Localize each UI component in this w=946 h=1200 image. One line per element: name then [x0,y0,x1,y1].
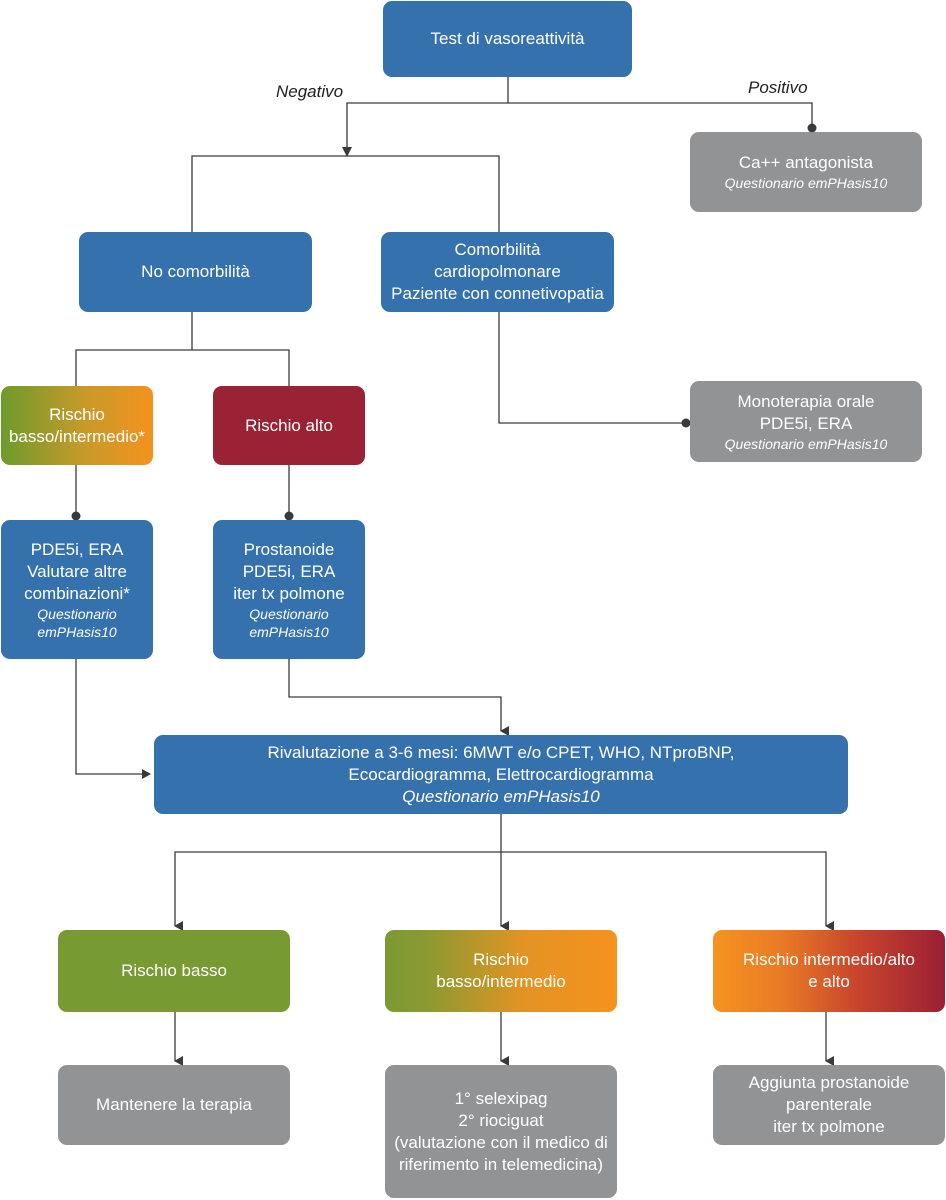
node-add-parenteral-prostanoid: Aggiunta prostanoide parenterale iter tx… [713,1065,945,1145]
node-no-comorbidity: No comorbilità [79,232,312,312]
node-note: Questionario emPHasis10 [724,175,888,191]
node-text: Paziente con connetivopatia [391,284,604,303]
line-nocomorb-split [75,312,193,386]
dot-positive [807,123,817,133]
node-keep-therapy: Mantenere la terapia [58,1065,290,1145]
node-note: Questionario emPHasis10 [402,786,600,806]
node-text: 2° riociguat [458,1110,544,1130]
node-text: Monoterapia orale [737,391,875,411]
node-oral-monotherapy: Monoterapia orale PDE5i, ERA Questionari… [690,381,922,462]
node-comorbidity: Comorbilità cardiopolmonare Paziente con… [381,232,614,312]
node-text: No comorbilità [141,262,250,281]
node-risk-high: Rischio alto [213,386,365,465]
node-note: emPHasis10 [37,623,117,640]
line-test-positive [508,102,813,128]
node-note: emPHasis10 [249,623,329,640]
node-test-vasoreactivity: Test di vasoreattività [383,1,632,77]
node-text: riferimento in telemedicina) [398,1154,604,1174]
node-text: Rischio intermedio/alto [743,950,915,969]
line-comorb-mono [498,312,684,424]
node-outcome-risk-low-intermediate: Rischio basso/intermedio [385,930,617,1012]
node-pde5i-combination: PDE5i, ERA Valutare altre combinazioni* … [1,520,153,659]
node-outcome-risk-low: Rischio basso [58,930,290,1012]
node-text: Comorbilità cardiopolmonare [434,240,561,281]
dot-prost [284,511,294,521]
line-prost-reval [288,659,509,736]
node-selexipag-riociguat: 1° selexipag 2° riociguat (valutazione c… [385,1065,617,1198]
line-reval-right [501,851,834,931]
line-nocomorb-high [192,349,290,386]
node-text: Ca++ antagonista [738,153,874,172]
node-text: iter tx polmone [773,1117,885,1136]
node-text: (valutazione con il medico di [394,1132,608,1152]
node-note: Questionario emPHasis10 [724,435,888,452]
node-text: Test di vasoreattività [430,29,585,48]
node-text: Aggiunta prostanoide [748,1073,910,1092]
dot-pde [71,511,81,521]
node-text: Valutare altre [27,561,127,581]
line-test-split [346,77,509,152]
node-text: Rischio [473,950,529,969]
node-text: PDE5i, ERA [30,539,124,559]
node-text: Ecocardiogramma, Elettrocardiogramma [348,764,654,784]
node-prostanoid: Prostanoide PDE5i, ERA iter tx polmone Q… [213,520,365,659]
line-pde-reval [75,659,151,779]
label-negative: Negativo [276,82,344,101]
node-note: Questionario [37,605,117,622]
node-text: Rischio [49,404,105,424]
arrow-negative [342,147,352,157]
node-text: Rischio basso [121,961,227,980]
node-outcome-risk-intermediate-high: Rischio intermedio/alto e alto [713,930,945,1012]
node-ca-antagonist: Ca++ antagonista Questionario emPHasis10 [690,132,922,212]
node-text: e alto [808,972,850,991]
label-positive: Positivo [748,78,808,97]
node-text: basso/intermedio* [8,426,146,446]
node-note: Questionario [249,605,329,622]
node-text: Mantenere la terapia [96,1095,252,1114]
node-text: Rivalutazione a 3-6 mesi: 6MWT e/o CPET,… [267,742,735,762]
node-text: PDE5i, ERA [242,561,336,581]
node-text: 1° selexipag [454,1088,548,1108]
line-negative-split [191,155,500,232]
node-text: basso/intermedio [436,972,566,991]
node-text: parenterale [785,1095,872,1114]
node-text: Rischio alto [245,415,333,435]
node-text: combinazioni* [24,583,130,603]
line-reval-left [174,851,501,931]
node-reevaluation: Rivalutazione a 3-6 mesi: 6MWT e/o CPET,… [154,735,848,814]
dot-mono [681,418,691,428]
node-text: Prostanoide [243,539,335,559]
node-text: PDE5i, ERA [759,413,853,433]
node-risk-low-intermediate: Rischio basso/intermedio* [1,386,153,465]
node-text: iter tx polmone [233,583,345,603]
